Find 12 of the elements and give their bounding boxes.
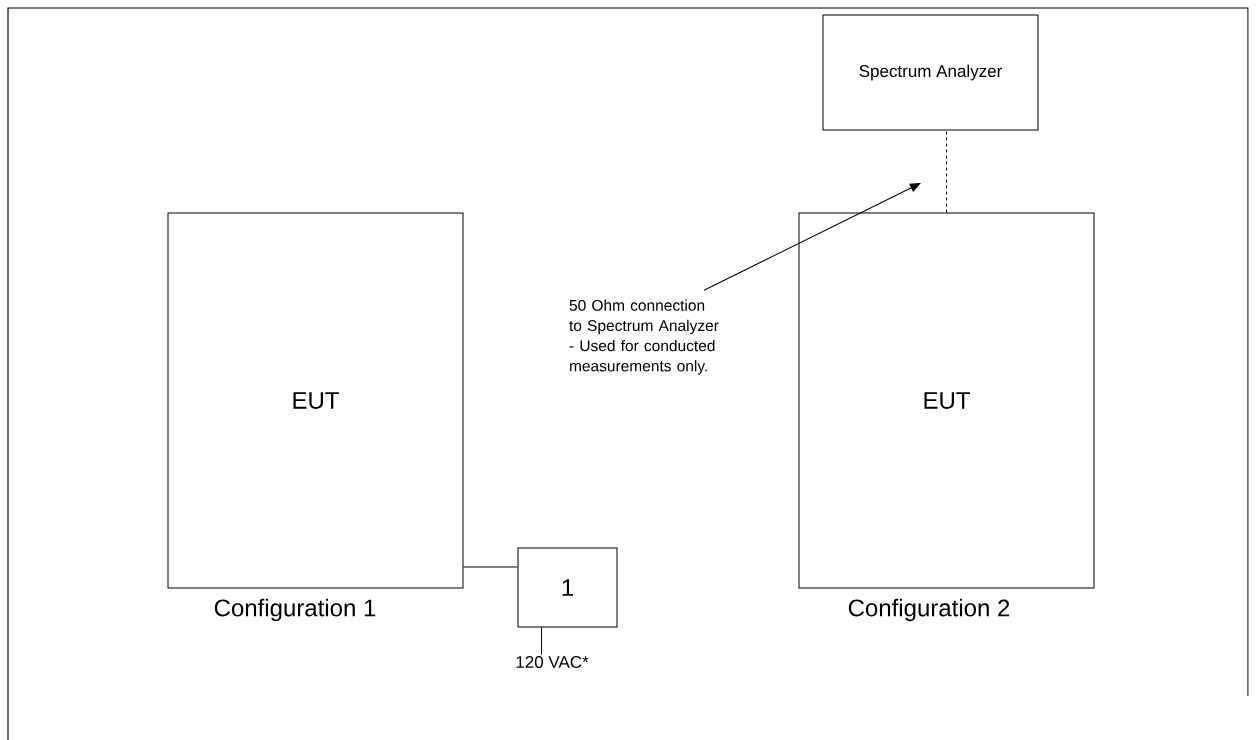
dashed-connection [946, 130, 947, 213]
analyzer-box: Spectrum Analyzer [822, 14, 1039, 131]
device-box: EUT [798, 212, 1095, 589]
caption-text: Configuration 1 [214, 598, 376, 622]
caption-text: Configuration 2 [848, 598, 1010, 622]
leader-arrow [703, 183, 921, 291]
connection-line [463, 566, 518, 568]
numbered-box: 1 [517, 547, 618, 628]
annotation-text: 50 Ohm connection to Spectrum Analyzer - Used for conducted measurements only. [569, 299, 719, 375]
device-box: EUT [167, 212, 464, 589]
voltage-label: 120 VAC* [516, 656, 589, 669]
connection-line [541, 627, 542, 656]
